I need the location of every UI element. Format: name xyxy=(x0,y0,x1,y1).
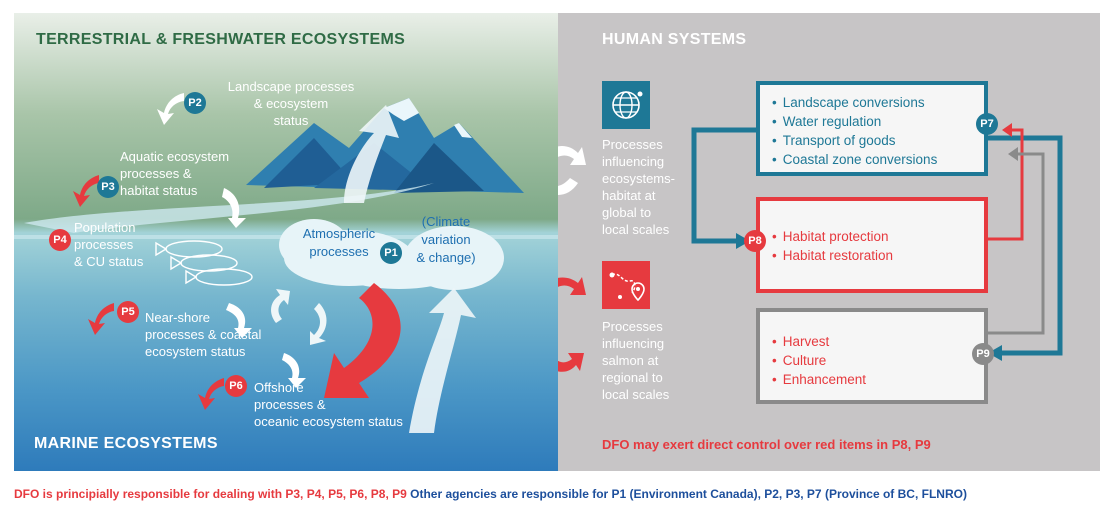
marine-title: MARINE ECOSYSTEMS xyxy=(34,435,218,452)
p9-box: Harvest Culture Enhancement xyxy=(756,308,988,404)
mountain-up-arrow xyxy=(344,105,399,203)
p4-label: Population processes & CU status xyxy=(74,220,144,269)
globe-network-icon xyxy=(602,81,650,129)
updraft-arrow xyxy=(271,289,290,323)
p2-badge: P2 xyxy=(184,92,206,114)
global-processes-text: Processes influencing ecosystems- habita… xyxy=(602,137,675,237)
connector-arrows xyxy=(558,123,1063,372)
p9-item: Culture xyxy=(772,351,984,370)
exchange-red-arrow-top xyxy=(558,277,586,295)
regional-processes-text: Processes influencing salmon at regional… xyxy=(602,319,670,402)
p3-white-arrow xyxy=(222,188,246,228)
p2-cycle-arrow xyxy=(157,93,184,125)
p6-white-arrow xyxy=(282,353,306,388)
p9-item: Harvest xyxy=(772,332,984,351)
p2-label: Landscape processes & ecosystem status xyxy=(227,79,355,128)
p7-item: Landscape conversions xyxy=(772,93,984,112)
p5-white-arrow xyxy=(226,303,252,338)
p7-item: Transport of goods xyxy=(772,131,984,150)
snow-cap xyxy=(384,98,419,121)
p1-badge: P1 xyxy=(380,242,402,264)
up-white-arrow xyxy=(409,288,476,433)
p5-cycle-arrow xyxy=(88,303,114,335)
terrestrial-title: TERRESTRIAL & FRESHWATER ECOSYSTEMS xyxy=(36,31,406,48)
p8-badge: P8 xyxy=(744,230,766,252)
p7-item: Coastal zone conversions xyxy=(772,150,984,169)
p7-box: Landscape conversions Water regulation T… xyxy=(756,81,988,176)
p8-box: Habitat protection Habitat restoration xyxy=(756,197,988,293)
p7-badge: P7 xyxy=(976,113,998,135)
p6-badge: P6 xyxy=(225,375,247,397)
p6-cycle-arrow xyxy=(198,378,224,410)
climate-label: (Climate variation & change) xyxy=(416,214,476,265)
footer: DFO is principially responsible for deal… xyxy=(14,487,967,501)
p6-label: Offshore processes & oceanic ecosystem s… xyxy=(254,380,403,429)
p8-item: Habitat protection xyxy=(772,227,984,246)
footer-dfo-text: DFO is principially responsible for deal… xyxy=(14,487,407,501)
mountain-right xyxy=(394,143,484,193)
exchange-arrow-bottom xyxy=(558,178,578,195)
down-red-arrow xyxy=(324,283,401,398)
p5-label: Near-shore processes & coastal ecosystem… xyxy=(145,310,262,359)
map-route-pin-icon xyxy=(602,261,650,309)
dfo-control-note: DFO may exert direct control over red it… xyxy=(602,437,931,452)
footer-others-text: Other agencies are responsible for P1 (E… xyxy=(410,487,967,501)
p7-item: Water regulation xyxy=(772,112,984,131)
ecosystems-panel: TERRESTRIAL & FRESHWATER ECOSYSTEMS MARI… xyxy=(14,13,558,471)
p4-badge: P4 xyxy=(49,229,71,251)
exchange-red-arrow-bottom xyxy=(558,353,584,372)
p9-item: Enhancement xyxy=(772,370,984,389)
exchange-arrow-top xyxy=(558,146,586,165)
atmospheric-label: Atmospheric processes xyxy=(302,226,376,259)
p5-badge: P5 xyxy=(117,301,139,323)
p3-cycle-arrow xyxy=(73,175,99,207)
cloud-icon xyxy=(279,219,504,290)
snow-cap-2 xyxy=(454,123,472,138)
p3-badge: P3 xyxy=(97,176,119,198)
salmon-icon xyxy=(155,240,253,286)
human-systems-panel: HUMAN SYSTEMS Processes influencing ecos… xyxy=(558,13,1100,471)
p9-badge: P9 xyxy=(972,343,994,365)
river xyxy=(24,183,434,233)
p3-label: Aquatic ecosystem processes & habitat st… xyxy=(120,149,230,198)
p8-item: Habitat restoration xyxy=(772,246,984,265)
human-systems-title: HUMAN SYSTEMS xyxy=(602,31,747,48)
ecosystem-illustration xyxy=(14,93,558,433)
updraft-arrow-2 xyxy=(310,303,327,345)
